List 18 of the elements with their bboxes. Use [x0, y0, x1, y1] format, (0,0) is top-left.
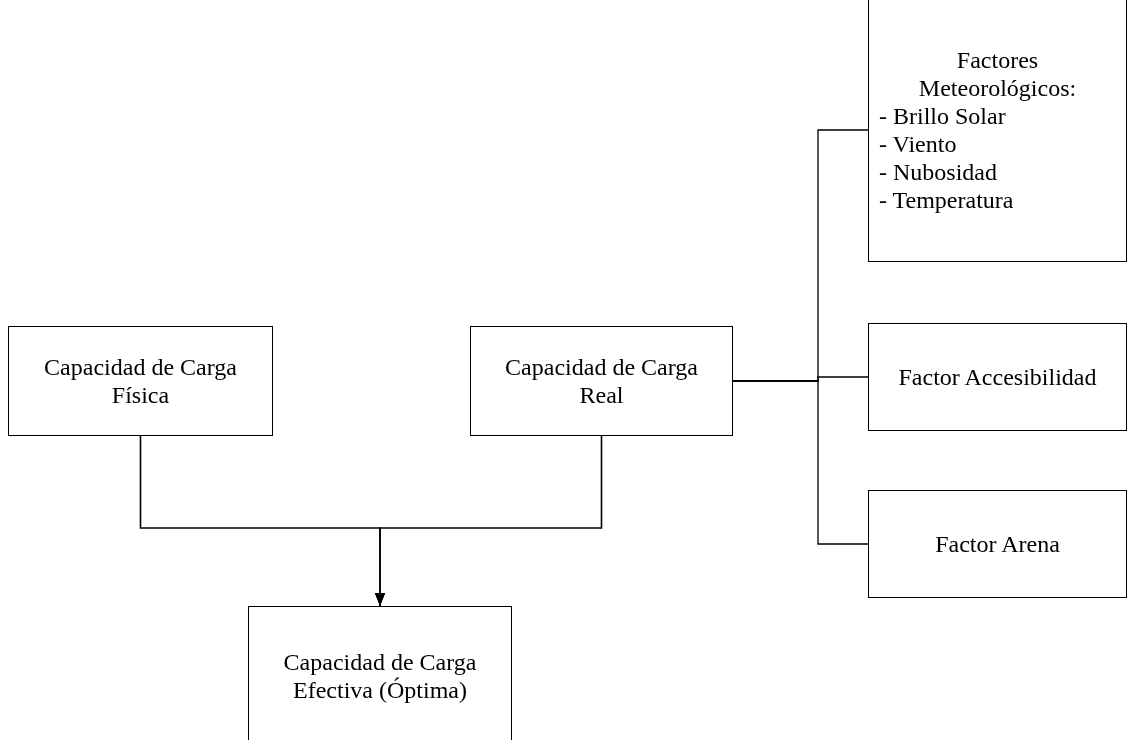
- text-box: [868, 323, 1127, 431]
- box-label: - Brillo Solar: [879, 102, 1007, 130]
- box-label: Capacidad de Carga Efectiva (Óptima): [282, 648, 478, 704]
- box-label: Factor Arena: [935, 530, 1060, 558]
- text-box: [470, 326, 733, 436]
- text-box: [248, 606, 512, 740]
- box-label: - Viento: [879, 130, 958, 158]
- box-label: Factor Accesibilidad: [898, 363, 1097, 391]
- box-label: - Temperatura: [879, 186, 1015, 214]
- box-label: - Nubosidad: [879, 158, 998, 186]
- connector-line: [732, 380, 869, 545]
- connector-line: [374, 435, 603, 607]
- box-label: Factores Meteorológicos:: [917, 46, 1078, 102]
- text-box: [868, 0, 1127, 262]
- text-box: [8, 326, 273, 436]
- box-label: Capacidad de Carga Física: [43, 353, 238, 409]
- box-label: Capacidad de Carga Real: [504, 353, 699, 409]
- text-box: [868, 490, 1127, 598]
